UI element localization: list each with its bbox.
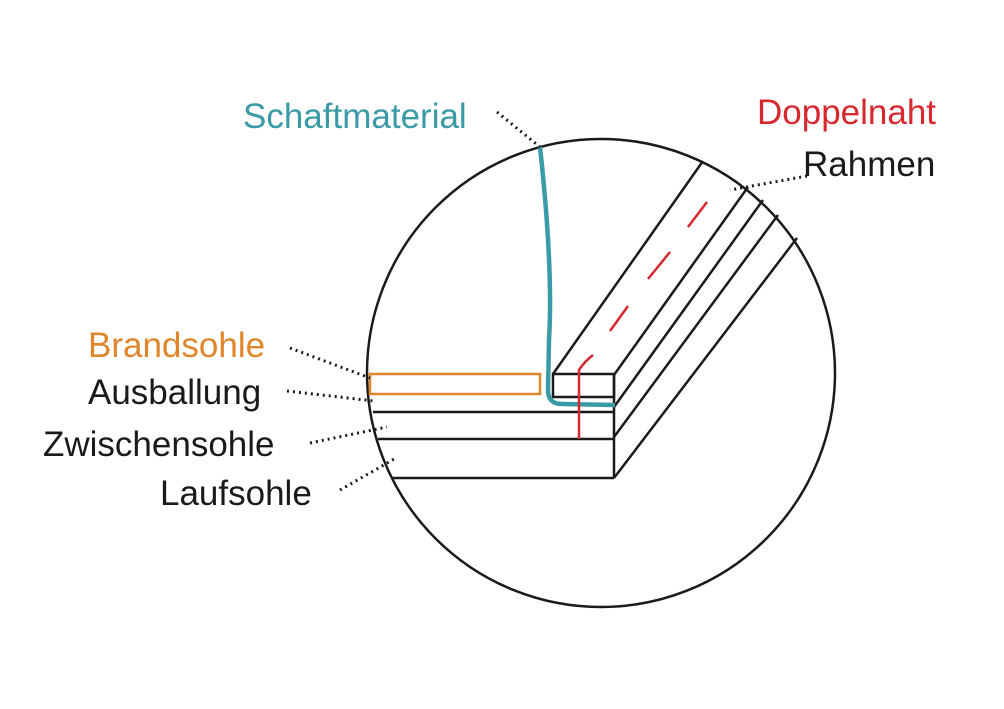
rahmen-leader — [729, 174, 808, 192]
label-zwischensohle: Zwischensohle — [43, 425, 275, 464]
zwischensohle-edge — [612, 199, 765, 408]
doppelnaht-vertical — [577, 354, 594, 439]
label-ausballung: Ausballung — [88, 373, 262, 412]
rahmen-section — [551, 372, 616, 399]
zwischensohle-leader — [309, 425, 388, 445]
laufsohle-top-edge — [612, 214, 780, 438]
label-schaftmaterial: Schaftmaterial — [243, 97, 467, 136]
rahmen-edge — [551, 160, 705, 375]
rahmen-edge — [612, 186, 750, 376]
schaftmaterial-leader — [496, 110, 541, 149]
brandsohle-shape — [368, 372, 542, 396]
schaftmaterial-line — [537, 146, 616, 408]
doppelnaht-dash — [608, 305, 630, 332]
label-brandsohle: Brandsohle — [88, 326, 266, 365]
detail-circle — [365, 137, 837, 609]
doppelnaht-dash — [647, 251, 671, 280]
ausballung-leader — [286, 389, 375, 403]
laufsohle-bottom-edge — [613, 237, 798, 479]
label-laufsohle: Laufsohle — [160, 474, 312, 513]
laufsohle-leader — [339, 456, 397, 492]
doppelnaht-dash — [687, 201, 708, 228]
label-doppelnaht: Doppelnaht — [757, 93, 937, 132]
brandsohle-leader — [289, 346, 371, 380]
label-rahmen: Rahmen — [803, 145, 936, 184]
